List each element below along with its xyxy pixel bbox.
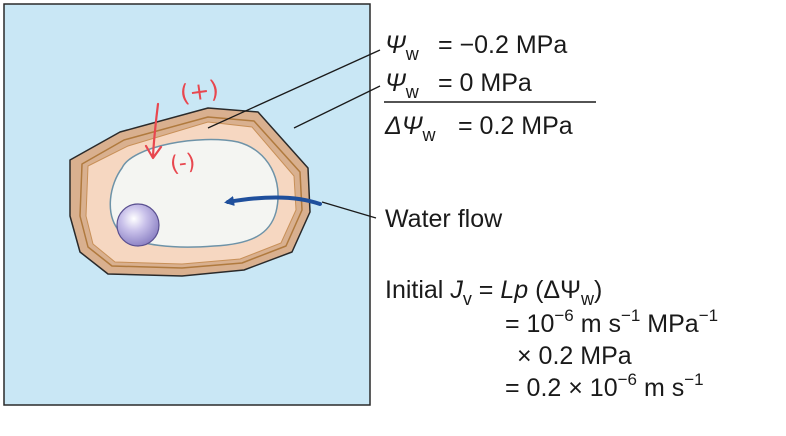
water-flow-label: Water flow (385, 205, 503, 233)
handwritten-minus: (-) (169, 150, 197, 178)
handwritten-arrow (144, 102, 163, 160)
nucleus (116, 203, 160, 247)
flux-equation-line2: = 10−6 m s−1 MPa−1 (505, 306, 718, 338)
flux-equation-line3: × 0.2 MPa (517, 342, 632, 370)
flux-equation-line1: Initial Jv = Lp (ΔΨw) (385, 276, 602, 309)
leader-line-water-flow (321, 201, 377, 219)
leader-line-inside (293, 85, 381, 129)
psi-inside-label: Ψw= 0 MPa (385, 69, 532, 102)
psi-outside-label: Ψw= −0.2 MPa (385, 31, 567, 64)
leader-line-outside (207, 49, 381, 129)
delta-psi-label: ΔΨw= 0.2 MPa (384, 112, 573, 145)
flux-equation-line4: = 0.2 × 10−6 m s−1 (505, 370, 704, 402)
handwritten-plus: (+) (178, 75, 220, 108)
water-flow-arrow (224, 195, 322, 206)
cell-wall-inner-line (79, 116, 303, 269)
